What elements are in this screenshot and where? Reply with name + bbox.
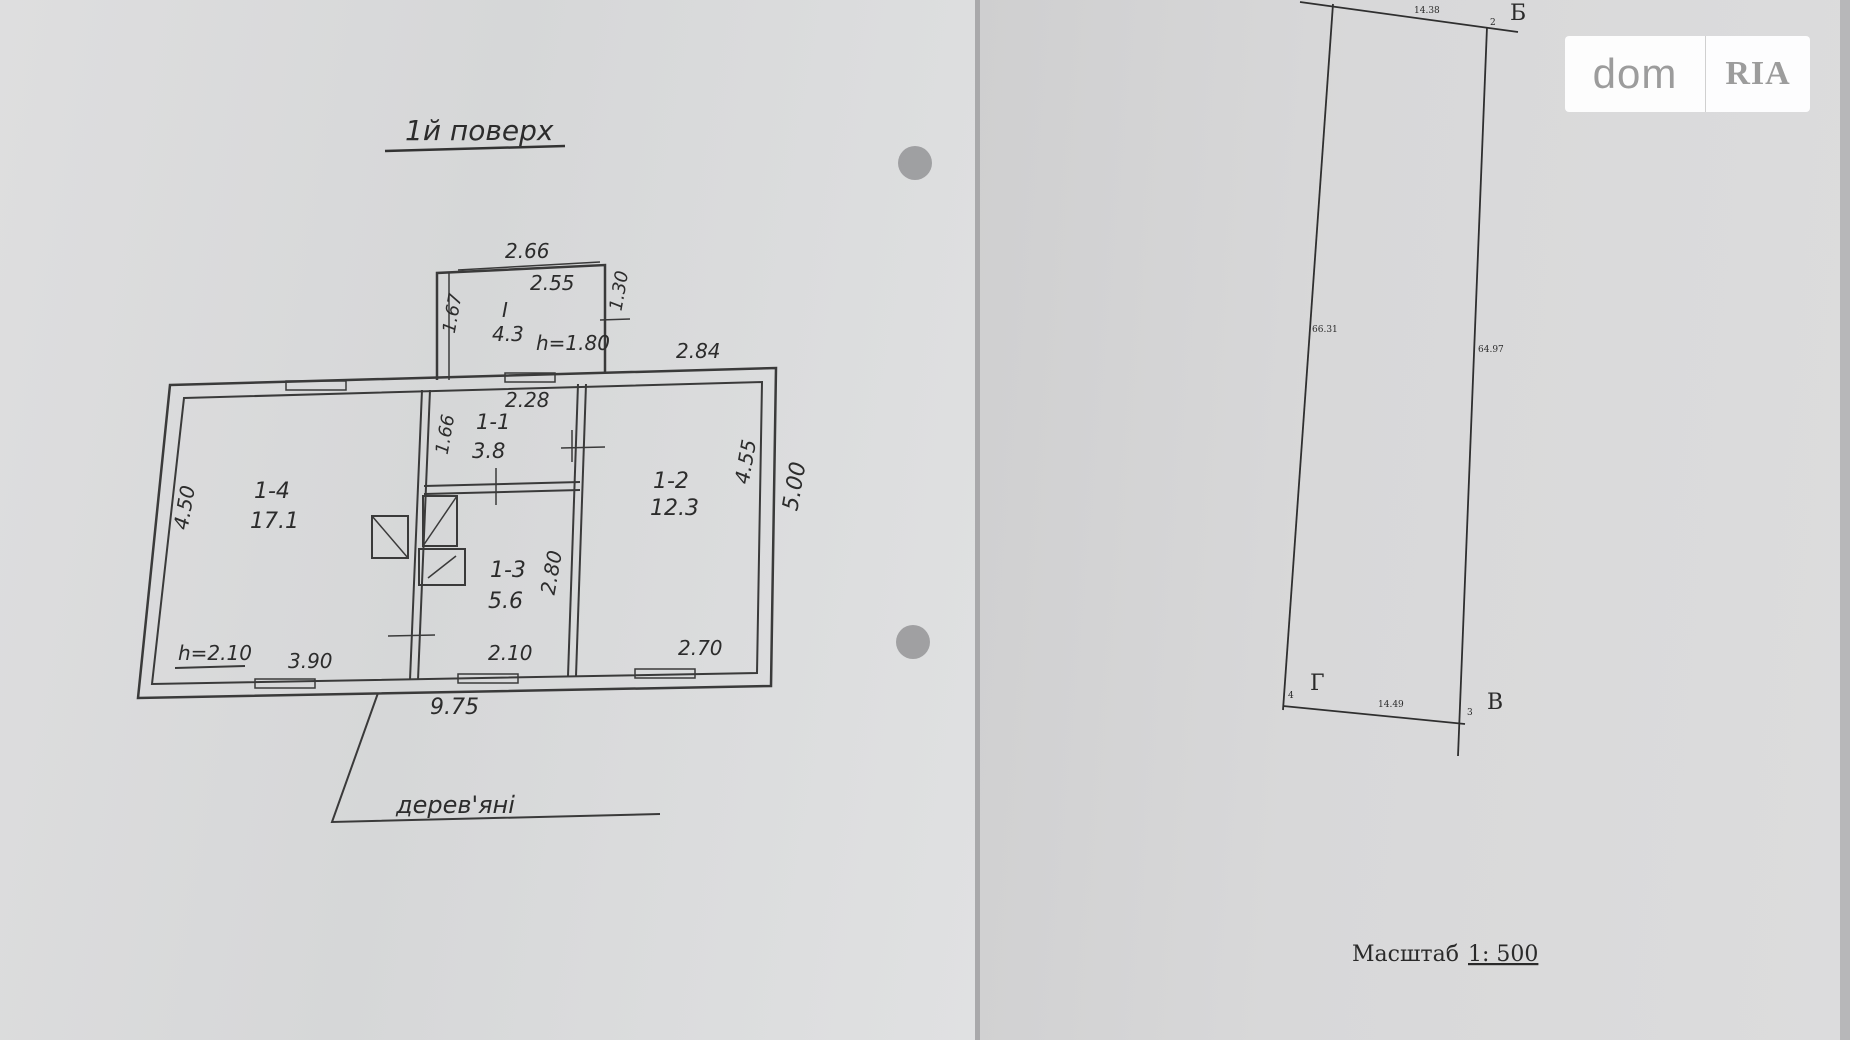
side-bottom: 14.49 (1378, 700, 1404, 710)
room-1-2-area: 12.3 (650, 496, 699, 521)
room-1-4-id: 1-4 (254, 479, 290, 504)
side-left: 66.31 (1312, 325, 1338, 335)
page-gap (975, 0, 980, 1040)
dom-ria-watermark: dom RIA (1565, 36, 1810, 112)
room-1-1-depth: 1.66 (432, 413, 460, 456)
watermark-ria-logo: RIA (1725, 55, 1791, 92)
side-top: 14.38 (1414, 6, 1440, 16)
plot-outline (1282, 1, 1519, 757)
porch-inner-width: 2.55 (530, 271, 575, 295)
room-1-2-depth: 4.55 (730, 438, 761, 486)
scale-label: Масштаб (1352, 942, 1459, 967)
room-1-4-width: 3.90 (288, 649, 333, 673)
material-label: дерев'яні (395, 791, 515, 819)
porch-left-depth: 1.67 (439, 291, 467, 335)
room-1-4-height: h=2.10 (178, 641, 252, 665)
point-v: В (1487, 690, 1503, 715)
watermark-divider (1705, 36, 1706, 112)
floor-title: 1й поверх (405, 114, 554, 147)
room-1-1-id: 1-1 (476, 410, 510, 434)
room-1-3-depth: 2.80 (536, 548, 567, 596)
floor-plan-sheet (0, 0, 975, 1040)
room-1-2-width: 2.70 (678, 636, 723, 660)
right-edge (1840, 0, 1850, 1040)
point-g: Г (1310, 671, 1325, 696)
room-1-4-area: 17.1 (250, 509, 299, 534)
porch-id: I (502, 298, 508, 322)
point-b: Б (1510, 1, 1526, 26)
room-1-1-width: 2.28 (505, 388, 550, 412)
floor-title-underline (384, 144, 566, 153)
porch-right-depth: 1.30 (606, 269, 634, 312)
plot-plan-sheet (980, 0, 1840, 1040)
punch-hole-bottom (896, 625, 930, 659)
room-1-3-id: 1-3 (490, 558, 526, 583)
punch-hole-top (898, 146, 932, 180)
top-right-width: 2.84 (676, 339, 721, 363)
right-height: 5.00 (778, 460, 811, 513)
side-right: 64.97 (1478, 345, 1504, 355)
room-1-3-width: 2.10 (488, 641, 533, 665)
total-length: 9.75 (430, 695, 479, 720)
floor-walls (136, 261, 778, 824)
point-4-number: 4 (1288, 691, 1294, 701)
point-3-number: 3 (1467, 708, 1473, 718)
porch-area: 4.3 (492, 322, 524, 346)
room-1-2-id: 1-2 (653, 469, 689, 494)
room-1-3-area: 5.6 (488, 589, 523, 614)
scale-value: 1: 500 (1468, 942, 1538, 967)
watermark-dom-text: dom (1592, 50, 1678, 97)
room-1-1-area: 3.8 (472, 439, 505, 463)
porch-outer-width: 2.66 (505, 239, 550, 263)
point-2-number: 2 (1490, 18, 1496, 28)
porch-height: h=1.80 (536, 331, 610, 355)
